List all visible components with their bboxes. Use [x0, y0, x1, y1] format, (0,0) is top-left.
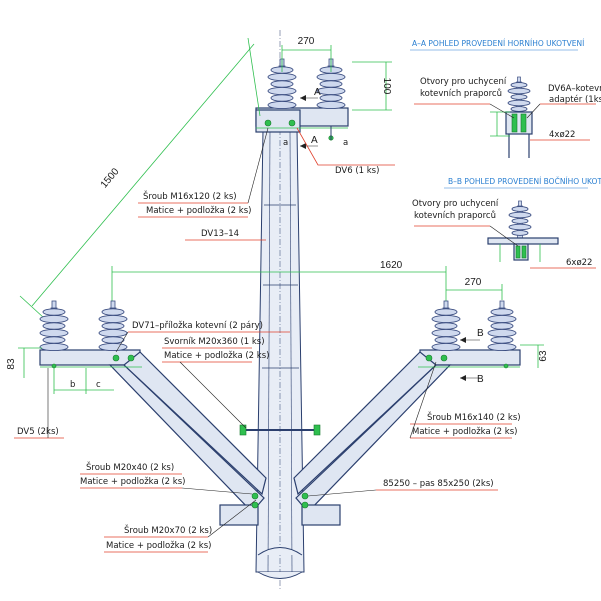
- dim-top-height: 100: [352, 61, 392, 111]
- left-insulator-outer: [39, 300, 69, 352]
- right-insulator-inner: [431, 300, 461, 352]
- label-dv5: DV5 (2ks): [17, 427, 59, 437]
- dim-left-height: 83: [6, 347, 42, 378]
- right-crossarm: [293, 349, 521, 526]
- section-a-top: A: [314, 87, 321, 98]
- view-bb: B–B POHLED PROVEDENÍ BOČNÍHO UKOTVENÍ Ot…: [412, 177, 601, 269]
- dim-label-bb-holes: 6xø22: [566, 258, 592, 268]
- small-a-right: a: [343, 138, 348, 148]
- dim-label-right-height: 63: [538, 350, 549, 362]
- dim-label-right-width: 270: [465, 277, 482, 288]
- label-stud-m20x360: Svorník M20x360 (1 ks): [164, 337, 265, 347]
- small-b: b: [70, 380, 75, 390]
- dim-label-top-height: 100: [381, 78, 392, 95]
- view-aa-holes-note-1: Otvory pro uchycení: [420, 77, 507, 87]
- label-nut-washer-3: Matice + podložka (2 ks): [412, 427, 517, 437]
- callout-strip-85250: 85250 – pas 85x250 (2ks): [307, 479, 498, 497]
- label-nut-washer-4: Matice + podložka (2 ks): [80, 477, 185, 487]
- label-dv6: DV6 (1 ks): [335, 166, 379, 176]
- callout-dv71: DV71–příložka kotevní (2 páry): [115, 321, 290, 353]
- right-insulator-outer: [487, 300, 517, 352]
- main-pole: [255, 30, 305, 590]
- view-bb-holes-note-2: kotevních praporců: [414, 210, 496, 221]
- view-aa-adapter-2: adaptér (1ks): [549, 94, 601, 105]
- callout-stud: Svorník M20x360 (1 ks) Matice + podložka…: [162, 337, 269, 429]
- view-aa-title: A–A POHLED PROVEDENÍ HORNÍHO UKOTVENÍ: [412, 39, 584, 48]
- label-screw-m16x140: Šroub M16x140 (2 ks): [427, 411, 521, 423]
- label-nut-washer-1: Matice + podložka (2 ks): [146, 206, 251, 216]
- label-nut-washer-2: Matice + podložka (2 ks): [164, 351, 269, 361]
- section-mark-a: A A a a: [283, 87, 348, 149]
- callout-screw-m16x140: Šroub M16x140 (2 ks) Matice + podložka (…: [409, 361, 521, 439]
- callout-screw-m16x120: Šroub M16x120 (2 ks) Matice + podložka (…: [138, 127, 269, 218]
- callout-screw-m20x70: Šroub M20x70 (2 ks) Matice + podložka (2…: [104, 499, 257, 553]
- dim-label-top-width: 270: [298, 36, 315, 47]
- label-strip-85250: 85250 – pas 85x250 (2ks): [383, 479, 494, 489]
- view-aa-holes-note-2: kotevních praporců: [420, 88, 502, 99]
- dim-right-width: 270: [446, 277, 503, 300]
- view-bb-holes-note-1: Otvory pro uchycení: [412, 199, 499, 209]
- marks-b-c: b c: [53, 368, 114, 394]
- section-a-bottom: A: [311, 135, 318, 146]
- dim-label-left-height: 83: [6, 358, 17, 370]
- view-bb-title: B–B POHLED PROVEDENÍ BOČNÍHO UKOTVENÍ: [448, 177, 601, 186]
- dim-label-diagonal: 1500: [99, 166, 122, 190]
- label-dv13: DV13–14: [201, 229, 239, 239]
- label-screw-m16x120: Šroub M16x120 (2 ks): [143, 190, 237, 202]
- label-screw-m20x40: Šroub M20x40 (2 ks): [86, 461, 174, 473]
- left-insulator-inner: [98, 300, 128, 352]
- callout-dv13: DV13–14: [185, 229, 266, 241]
- top-bracket-dv6: [255, 107, 349, 141]
- dim-label-span: 1620: [380, 260, 403, 271]
- dim-diagonal: 1500: [19, 37, 261, 319]
- section-b-top: B: [477, 328, 484, 339]
- dim-label-aa-holes: 4xø22: [549, 130, 575, 140]
- section-b-bottom: B: [477, 374, 484, 385]
- callout-dv5: DV5 (2ks): [14, 368, 64, 439]
- callout-dv6: DV6 (1 ks): [296, 127, 395, 176]
- left-crossarm: [39, 349, 267, 526]
- callout-screw-m20x40: Šroub M20x40 (2 ks) Matice + podložka (2…: [80, 461, 253, 495]
- view-aa-adapter-1: DV6A–kotevní: [548, 84, 601, 94]
- label-dv71: DV71–příložka kotevní (2 páry): [132, 321, 263, 331]
- small-c: c: [96, 380, 101, 390]
- label-screw-m20x70: Šroub M20x70 (2 ks): [124, 524, 212, 536]
- label-nut-washer-5: Matice + podložka (2 ks): [106, 541, 211, 551]
- view-aa: A–A POHLED PROVEDENÍ HORNÍHO UKOTVENÍ Ot…: [410, 39, 601, 158]
- dim-top-width: 270: [281, 36, 332, 72]
- dim-right-height: 63: [520, 344, 549, 368]
- small-a-left: a: [283, 138, 288, 148]
- stud-m20x360: [239, 424, 321, 436]
- section-mark-b: B B: [460, 328, 484, 385]
